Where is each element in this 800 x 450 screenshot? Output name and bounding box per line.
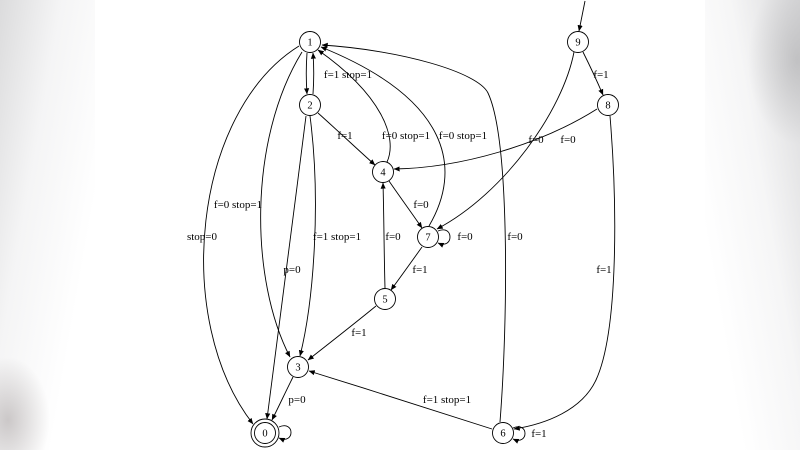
edge-9-to-8	[582, 51, 604, 96]
edge-label-8-to-6: f=1	[596, 264, 611, 276]
edge-label-2-to-0: p=0	[283, 264, 301, 276]
state-node-7: 7	[417, 226, 439, 248]
edge-9-to-7	[436, 51, 575, 230]
edge-label-5-to-3: f=1	[351, 327, 366, 339]
state-circle-3	[287, 356, 309, 378]
edge-label-2-to-4: f=1	[337, 130, 352, 142]
edge-label-1-to-2: f=1 stop=1	[324, 69, 372, 81]
edge-6-to-3	[308, 370, 493, 430]
state-circle-2	[299, 94, 321, 116]
state-label-1: 1	[307, 38, 312, 49]
state-circle-0	[254, 422, 276, 444]
edge-label-7-self: f=0	[457, 231, 473, 243]
edge-4-to-7	[388, 180, 423, 229]
edge-label-3-to-0: p=0	[288, 394, 306, 406]
edges-layer	[203, 0, 616, 444]
edge-label-5-to-4: f=0	[385, 231, 401, 243]
edge-label-7-to-5: f=1	[412, 264, 427, 276]
state-label-9: 9	[575, 38, 580, 49]
state-node-5: 5	[374, 288, 396, 310]
state-node-2: 2	[299, 94, 321, 116]
edge-label-6-to-3: f=1 stop=1	[423, 394, 471, 406]
state-node-3: 3	[287, 356, 309, 378]
edge-7-self	[437, 229, 451, 248]
edge-label-8-to-4: f=0	[528, 134, 544, 146]
state-circle-5	[374, 288, 396, 310]
edge-labels-layer: f=1 f=1 stop=1 f=1 f=0 stop=1 f=0 stop=1 f=0 f…	[187, 69, 612, 440]
state-circle-7	[417, 226, 439, 248]
edge-8-to-4	[393, 108, 598, 172]
edge-4-to-1	[317, 49, 391, 163]
edge-3-to-0	[271, 376, 294, 421]
state-label-5: 5	[382, 295, 387, 306]
edge-start-to-9	[577, 0, 586, 32]
state-label-6: 6	[500, 429, 505, 440]
edge-label-6-to-1: f=0	[507, 231, 523, 243]
state-node-9: 9	[567, 31, 589, 53]
edge-8-to-6	[513, 115, 616, 431]
edge-6-self	[512, 426, 526, 444]
edge-7-to-5	[390, 246, 423, 291]
state-circle-8	[597, 94, 619, 116]
edge-label-7-to-1: f=0 stop=1	[439, 130, 487, 142]
edge-label-6-self: f=1	[531, 428, 546, 440]
state-label-3: 3	[295, 363, 300, 374]
edge-2-to-0	[265, 115, 307, 420]
nodes-layer: 1 9 2 8 4 7 5 3 0 6	[250, 31, 619, 448]
state-label-4: 4	[380, 168, 386, 179]
edge-label-1-to-0: stop=0	[187, 231, 218, 243]
state-label-8: 8	[605, 101, 610, 112]
edge-label-9-to-7: f=0	[560, 134, 576, 146]
edge-5-to-4	[380, 182, 386, 289]
state-node-1: 1	[299, 31, 321, 53]
edge-0-self	[278, 425, 292, 443]
state-circle-6	[492, 422, 514, 444]
edge-1-to-3	[260, 51, 303, 358]
edge-label-1-to-3: f=0 stop=1	[214, 199, 262, 211]
state-circle-1	[299, 31, 321, 53]
edge-7-to-1	[320, 46, 446, 227]
edge-1-to-0	[203, 45, 300, 425]
edge-label-2-to-3: f=1 stop=1	[313, 231, 361, 243]
state-circle-4	[372, 161, 394, 183]
state-label-0: 0	[262, 429, 267, 440]
edge-2-to-1	[310, 52, 316, 95]
state-label-7: 7	[425, 233, 430, 244]
state-node-4: 4	[372, 161, 394, 183]
edge-1-to-2	[304, 52, 310, 95]
state-label-2: 2	[307, 101, 312, 112]
edge-label-9-to-8: f=1	[593, 69, 608, 81]
edge-2-to-4	[317, 112, 376, 166]
edge-label-4-to-1: f=0 stop=1	[382, 130, 430, 142]
state-node-0: 0	[250, 418, 280, 448]
edge-label-4-to-7: f=0	[413, 199, 429, 211]
edge-5-to-3	[307, 305, 377, 361]
edge-6-to-1	[321, 42, 507, 423]
state-circle-9	[567, 31, 589, 53]
state-node-6: 6	[492, 422, 514, 444]
state-node-8: 8	[597, 94, 619, 116]
edge-2-to-3	[298, 115, 316, 357]
